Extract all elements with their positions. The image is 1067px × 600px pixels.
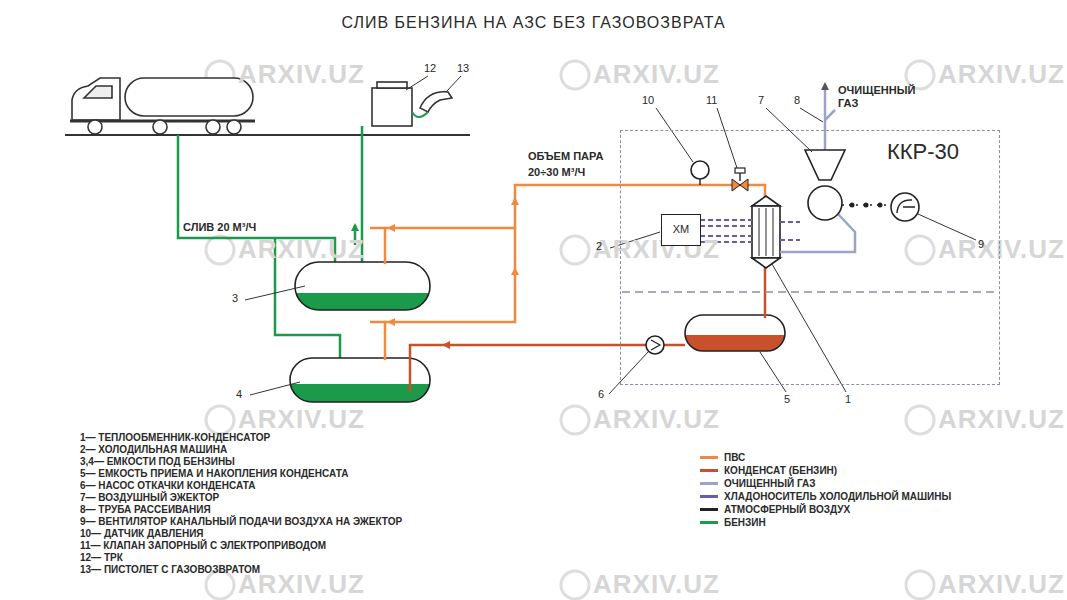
legend-swatch [700,521,718,524]
callout-number: 9 [978,238,984,251]
callout-number: 7 [758,94,764,107]
part-list-item: 13— ПИСТОЛЕТ С ГАЗОВОЗВРАТОМ [80,564,260,576]
watermark: ARXIV.UZ [238,405,365,435]
unit-enclosure: ККР-30ХМ [620,130,1000,385]
node-text: ККР-30 [887,139,959,165]
legend-entry: ХЛАДОНОСИТЕЛЬ ХОЛОДИЛЬНОЙ МАШИНЫ [700,491,951,502]
flow-label: СЛИВ 20 М³/Ч [183,221,256,234]
part-list-item: 10— ДАТЧИК ДАВЛЕНИЯ [80,528,204,540]
watermark: ARXIV.UZ [593,405,720,435]
part-list-item: 8— ТРУБА РАССЕИВАНИЯ [80,504,211,516]
legend-entry: ОЧИЩЕННЫЙ ГАЗ [700,478,816,489]
callout-number: 6 [598,388,604,401]
legend-text: АТМОСФЕРНЫЙ ВОЗДУХ [724,504,850,515]
part-list-item: 7— ВОЗДУШНЫЙ ЭЖЕКТОР [80,492,219,504]
callout-number: 11 [706,94,717,107]
legend-text: КОНДЕНСАТ (БЕНЗИН) [724,465,837,476]
watermark: ARXIV.UZ [238,60,365,90]
callout-number: 4 [236,388,242,401]
legend-swatch [700,482,718,485]
watermark: ARXIV.UZ [938,405,1065,435]
flow-label: ОБЪЕМ ПАРА [528,150,603,163]
part-list-item: 12— ТРК [80,552,123,564]
part-list-item: 2— ХОЛОДИЛЬНАЯ МАШИНА [80,444,227,456]
legend-swatch [700,508,718,511]
process-box: ХМ [661,214,701,246]
callout-number: 8 [794,94,800,107]
part-list-item: 5— ЕМКОСТЬ ПРИЕМА И НАКОПЛЕНИЯ КОНДЕНСАТ… [80,468,348,480]
watermark: ARXIV.UZ [238,235,365,265]
part-list-item: 3,4— ЕМКОСТИ ПОД БЕНЗИНЫ [80,456,235,468]
part-list-item: 6— НАСОС ОТКАЧКИ КОНДЕНСАТА [80,480,255,492]
legend-swatch [700,456,718,459]
legend-text: ПВС [724,452,745,463]
callout-number: 13 [457,62,469,75]
watermark: ARXIV.UZ [593,60,720,90]
legend-entry: БЕНЗИН [700,517,766,528]
part-list-item: 1— ТЕПЛООБМЕННИК-КОНДЕНСАТОР [80,432,270,444]
callout-number: 3 [232,292,238,305]
callout-number: 2 [596,240,602,253]
legend-swatch [700,495,718,498]
watermark: ARXIV.UZ [938,60,1065,90]
watermark: ARXIV.UZ [938,570,1065,600]
legend-entry: ПВС [700,452,745,463]
watermark: ARXIV.UZ [593,570,720,600]
legend-text: БЕНЗИН [724,517,766,528]
part-list-item: 11— КЛАПАН ЗАПОРНЫЙ С ЭЛЕКТРОПРИВОДОМ [80,540,326,552]
callout-number: 10 [642,94,654,107]
part-list-item: 9— ВЕНТИЛЯТОР КАНАЛЬНЫЙ ПОДАЧИ ВОЗДУХА Н… [80,516,402,528]
flow-label: ОЧИЩЕННЫЙ ГАЗ [838,84,918,109]
callout-number: 1 [845,393,851,406]
node-text: ХМ [662,215,700,243]
legend-text: ОЧИЩЕННЫЙ ГАЗ [724,478,816,489]
callout-number: 5 [784,393,790,406]
legend-entry: КОНДЕНСАТ (БЕНЗИН) [700,465,837,476]
flow-label: 20÷30 М³/Ч [528,166,585,179]
callout-number: 12 [424,62,436,75]
legend-swatch [700,469,718,472]
legend-entry: АТМОСФЕРНЫЙ ВОЗДУХ [700,504,850,515]
diagram-title: СЛИВ БЕНЗИНА НА АЗС БЕЗ ГАЗОВОЗВРАТА [0,14,1067,32]
legend-text: ХЛАДОНОСИТЕЛЬ ХОЛОДИЛЬНОЙ МАШИНЫ [724,491,951,502]
watermark: ARXIV.UZ [938,235,1065,265]
